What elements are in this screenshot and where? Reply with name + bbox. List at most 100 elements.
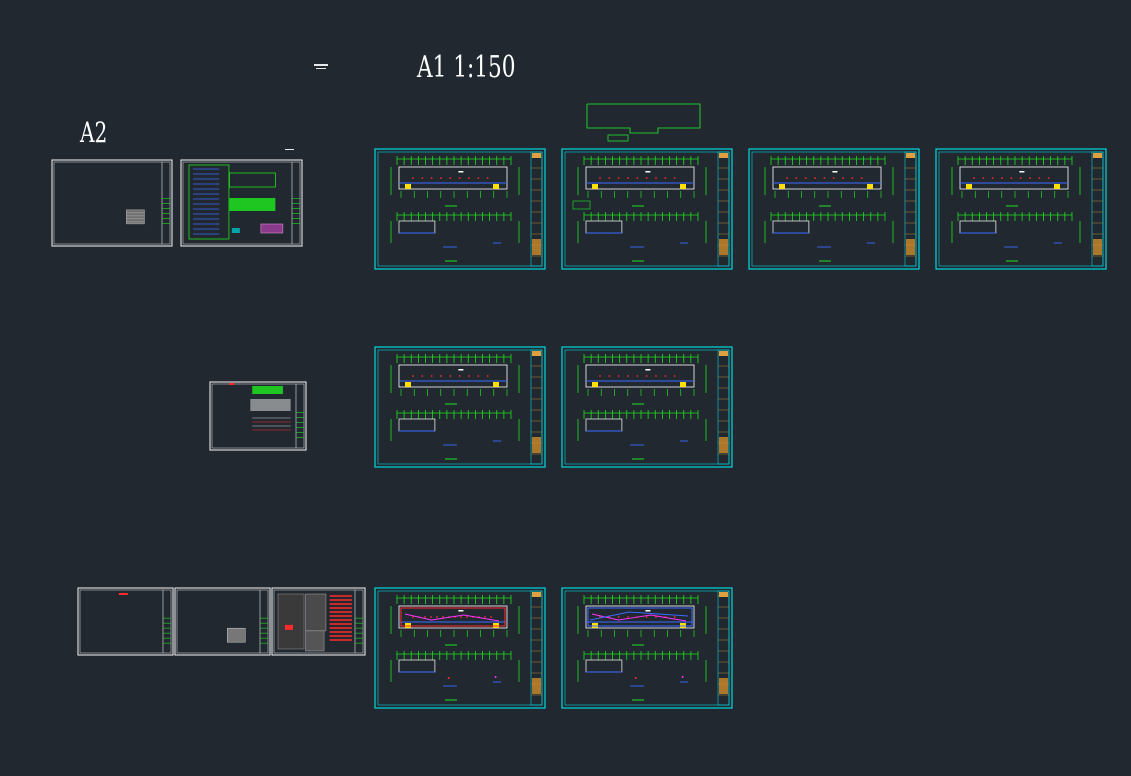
device-dot: [645, 375, 648, 377]
device-dot: [645, 616, 648, 618]
sheet-inner-border: [564, 349, 730, 465]
device-dot: [1038, 177, 1041, 179]
a1-floor-plan-sheet[interactable]: [561, 148, 733, 270]
building-outline: [585, 166, 695, 190]
device-dot: [636, 177, 639, 179]
stamp: [260, 223, 284, 234]
sheet-border: [271, 587, 366, 656]
sheet-inner-border: [377, 349, 543, 465]
stair-symbol: [592, 382, 598, 387]
system-diagram-header: [252, 386, 283, 394]
building-outline: [959, 166, 1069, 190]
device-dot: [673, 616, 676, 618]
device-dot: [655, 616, 657, 618]
title-block: [904, 151, 917, 267]
a2-sheet[interactable]: [209, 381, 307, 451]
title-block-stamp: [719, 678, 728, 694]
stair-symbol: [966, 184, 972, 189]
a2-sheet[interactable]: [51, 159, 173, 247]
building-outline: [398, 418, 436, 432]
sheet-border: [77, 587, 174, 656]
building-outline: [398, 220, 436, 234]
a2-sheet[interactable]: [77, 587, 174, 656]
stamp: [231, 228, 240, 233]
sheet-border: [935, 148, 1107, 270]
sheet-inner-border: [273, 589, 364, 654]
device-dot: [440, 375, 442, 377]
a2-sheet[interactable]: [271, 587, 366, 656]
title-block-stamp: [532, 437, 541, 453]
room-label: [1019, 171, 1025, 173]
room-label: [832, 171, 838, 173]
device-dot: [814, 177, 816, 179]
device-dot: [477, 375, 480, 377]
stair-symbol: [867, 184, 873, 189]
a1-floor-plan-sheet[interactable]: [748, 148, 920, 270]
red-title-mark: [118, 593, 128, 595]
a1-floor-plan-sheet[interactable]: [374, 346, 546, 468]
title-a1-scale: A1 1:150: [417, 50, 516, 85]
device-dot: [655, 375, 657, 377]
design-notes-column: [188, 164, 230, 240]
stair-symbol: [493, 184, 499, 189]
drawing-sheets-layer: [51, 103, 1107, 709]
title-block: [717, 590, 730, 706]
sheet-border: [374, 346, 546, 468]
room-label: [645, 610, 651, 612]
device-dot: [412, 375, 414, 377]
device-dot: [430, 375, 433, 377]
stair-symbol: [405, 382, 411, 387]
a2-sheet[interactable]: [180, 159, 303, 247]
title-block: [530, 349, 543, 465]
building-outline: [959, 220, 997, 234]
a1-floor-plan-sheet[interactable]: [374, 148, 546, 270]
device-dot: [627, 616, 629, 618]
device-dot: [460, 616, 462, 618]
sheet-inner-border: [53, 161, 171, 245]
device-dot: [421, 375, 424, 377]
device-dot: [486, 375, 489, 377]
legend-table: [126, 209, 145, 225]
device-dot: [608, 177, 611, 179]
device-dot: [617, 616, 620, 618]
a2-sheet[interactable]: [174, 587, 271, 656]
title-block-stamp: [719, 437, 728, 453]
device-dot: [973, 177, 975, 179]
room-label: [645, 171, 651, 173]
device-dot: [430, 616, 432, 618]
sheet-inner-border: [79, 589, 172, 654]
legend-mark: [572, 200, 591, 210]
device-dot: [673, 177, 676, 179]
building-outline: [398, 605, 508, 629]
legend-block: [229, 198, 276, 211]
device-dot: [468, 177, 470, 179]
device-dot: [477, 177, 480, 179]
device-dot: [449, 375, 452, 377]
sheet-border: [51, 159, 173, 247]
a1-floor-plan-sheet[interactable]: [561, 346, 733, 468]
device-dot: [494, 676, 497, 678]
red-mark: [285, 624, 294, 630]
device-dot: [436, 616, 438, 618]
small-mark-dash: [285, 149, 294, 150]
sheet-border: [561, 346, 733, 468]
device-dot: [982, 177, 985, 179]
sheet-inner-border: [751, 151, 917, 267]
building-outline: [585, 364, 695, 388]
red-title-mark: [229, 383, 235, 385]
title-a2: A2: [80, 116, 108, 149]
a1-floor-plan-sheet[interactable]: [374, 587, 546, 709]
device-dot: [484, 616, 486, 618]
device-dot: [599, 177, 601, 179]
a1-floor-plan-sheet[interactable]: [935, 148, 1107, 270]
sheet-border: [209, 381, 307, 451]
equipment-table: [228, 172, 276, 188]
title-block-logo: [1093, 153, 1102, 158]
wiring-route: [400, 607, 506, 627]
device-dot: [627, 177, 629, 179]
device-dot: [842, 177, 844, 179]
device-dot: [599, 375, 601, 377]
device-dot: [681, 676, 684, 678]
a1-floor-plan-sheet[interactable]: [561, 587, 733, 709]
